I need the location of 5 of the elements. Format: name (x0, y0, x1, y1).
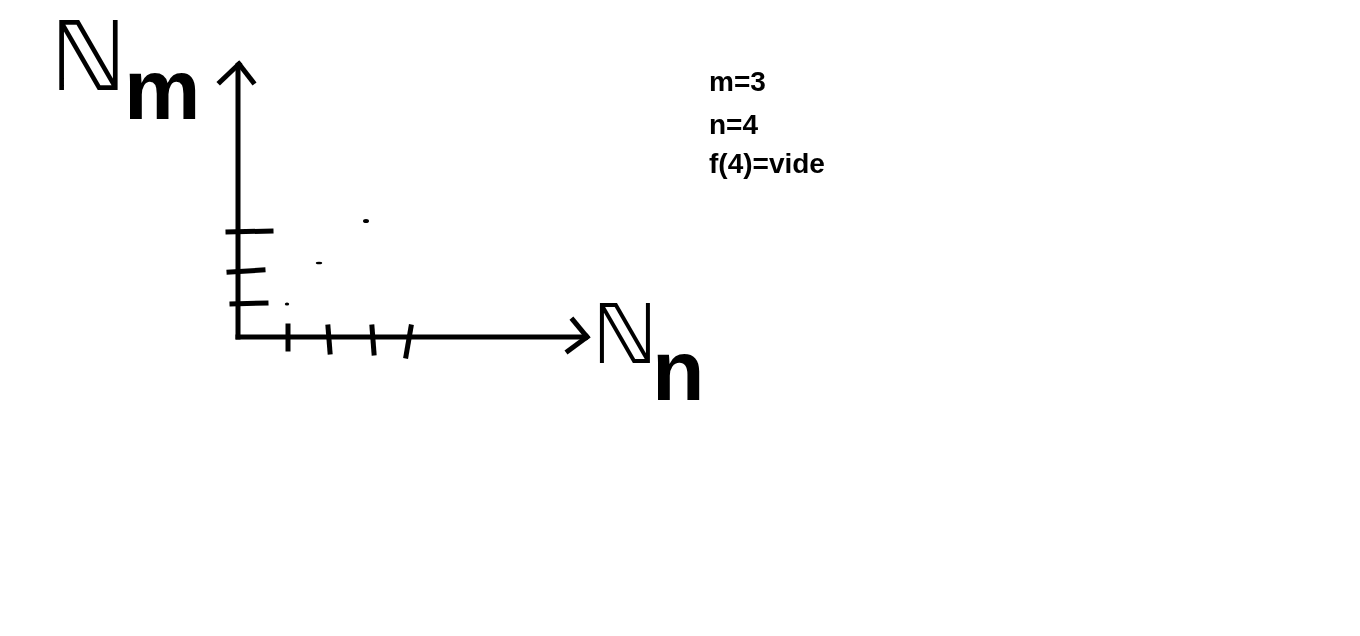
note-text: f(4)=vide (709, 150, 825, 178)
set-symbol: ℕ (50, 9, 127, 105)
note-text: n=4 (709, 111, 759, 139)
axis-label: m (124, 46, 201, 132)
note-text: m=3 (709, 68, 766, 96)
